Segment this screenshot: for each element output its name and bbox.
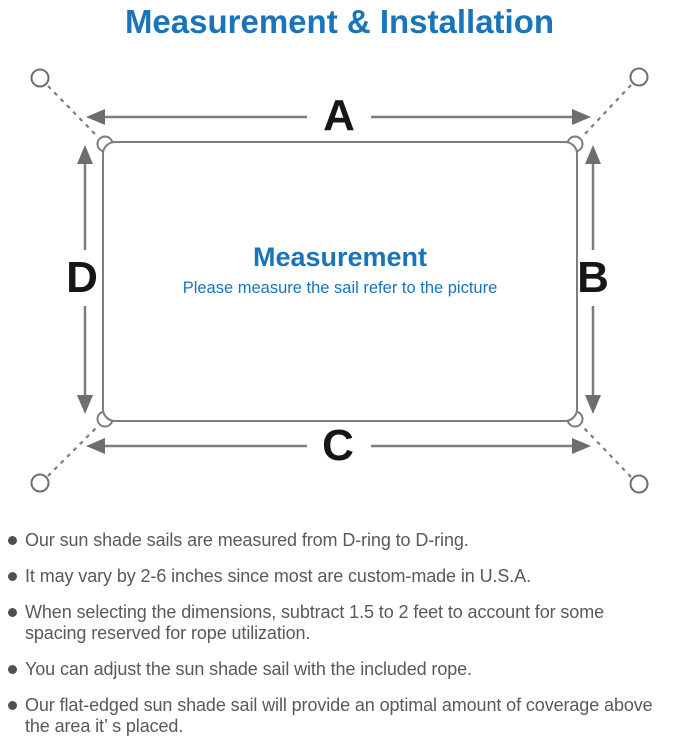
diagram-caption: Measurement Please measure the sail refe… (103, 242, 577, 297)
bullet-dot-icon (8, 608, 17, 617)
dimension-arrow-a (86, 109, 591, 125)
dimension-arrow-d (77, 145, 93, 414)
bullet-dot-icon (8, 572, 17, 581)
dimension-label-a: A (323, 91, 355, 140)
diagram-heading: Measurement (252, 242, 428, 272)
note-item: It may vary by 2-6 inches since most are… (8, 566, 668, 587)
dimension-arrow-c (86, 438, 591, 454)
note-text: When selecting the dimensions, subtract … (25, 602, 605, 643)
note-text: It may vary by 2-6 inches since most are… (25, 566, 531, 586)
rope-line-top-right (582, 84, 632, 137)
dimension-label-d: D (66, 253, 98, 302)
bullet-dot-icon (8, 536, 17, 545)
dimension-label-c: C (322, 421, 354, 470)
dimension-label-b: B (577, 253, 609, 302)
note-item: Our flat-edged sun shade sail will provi… (8, 695, 668, 737)
anchor-ring-icon-bottom-right (629, 474, 649, 494)
anchor-ring-icon-top-left (30, 68, 50, 88)
rope-line-bottom-right (582, 426, 632, 478)
note-item: When selecting the dimensions, subtract … (8, 602, 668, 644)
rope-dashed-lines (47, 84, 632, 478)
note-text: Our flat-edged sun shade sail will provi… (25, 695, 653, 736)
dimension-arrow-b (585, 145, 601, 414)
note-text: You can adjust the sun shade sail with t… (25, 659, 472, 679)
notes-list: Our sun shade sails are measured from D-… (8, 530, 668, 739)
anchor-ring-icon-top-right (629, 67, 649, 87)
bullet-dot-icon (8, 665, 17, 674)
note-text: Our sun shade sails are measured from D-… (25, 530, 469, 550)
sail-diagram-graphic (30, 67, 649, 494)
bullet-dot-icon (8, 701, 17, 710)
rope-line-bottom-left (47, 426, 98, 477)
anchor-ring-icon-bottom-left (30, 473, 50, 493)
anchor-ring-icons (30, 67, 649, 494)
note-item: You can adjust the sun shade sail with t… (8, 659, 668, 680)
diagram-subheading: Please measure the sail refer to the pic… (182, 278, 498, 297)
sail-body (102, 141, 578, 422)
note-item: Our sun shade sails are measured from D-… (8, 530, 668, 551)
page-title: Measurement & Installation (124, 3, 555, 40)
rope-line-top-left (47, 85, 98, 137)
